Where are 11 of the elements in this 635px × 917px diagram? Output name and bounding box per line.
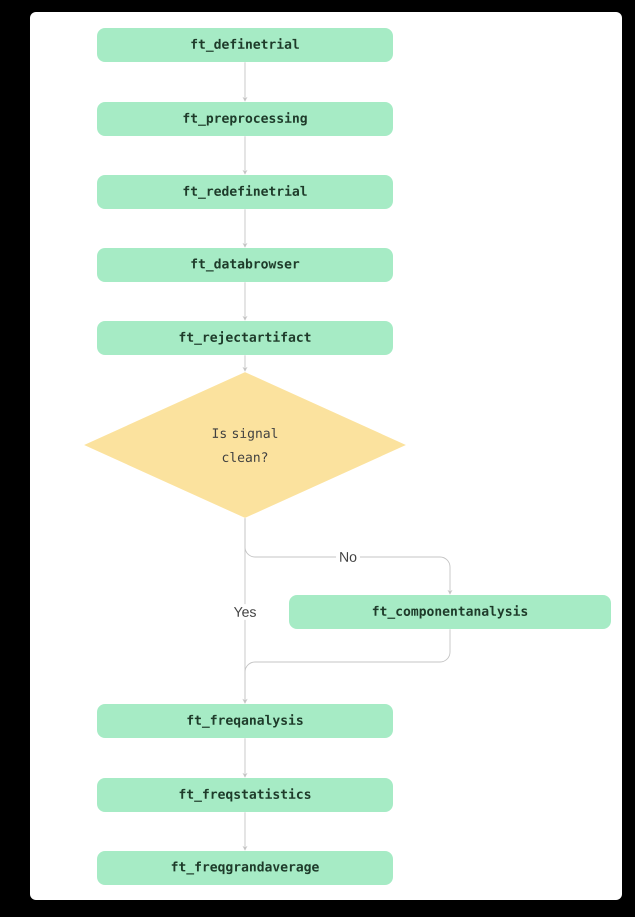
process-box: ft_preprocessing [97,102,393,136]
edge-label: No [336,549,360,565]
process-box: ft_freqgrandaverage [97,851,393,885]
process-box: ft_freqanalysis [97,704,393,738]
process-box: ft_databrowser [97,248,393,282]
edge-label: Yes [230,604,260,620]
process-box: ft_freqstatistics [97,778,393,812]
process-box: ft_rejectartifact [97,321,393,355]
process-box: ft_definetrial [97,28,393,62]
process-box: ft_componentanalysis [289,595,611,629]
process-box: ft_redefinetrial [97,175,393,209]
